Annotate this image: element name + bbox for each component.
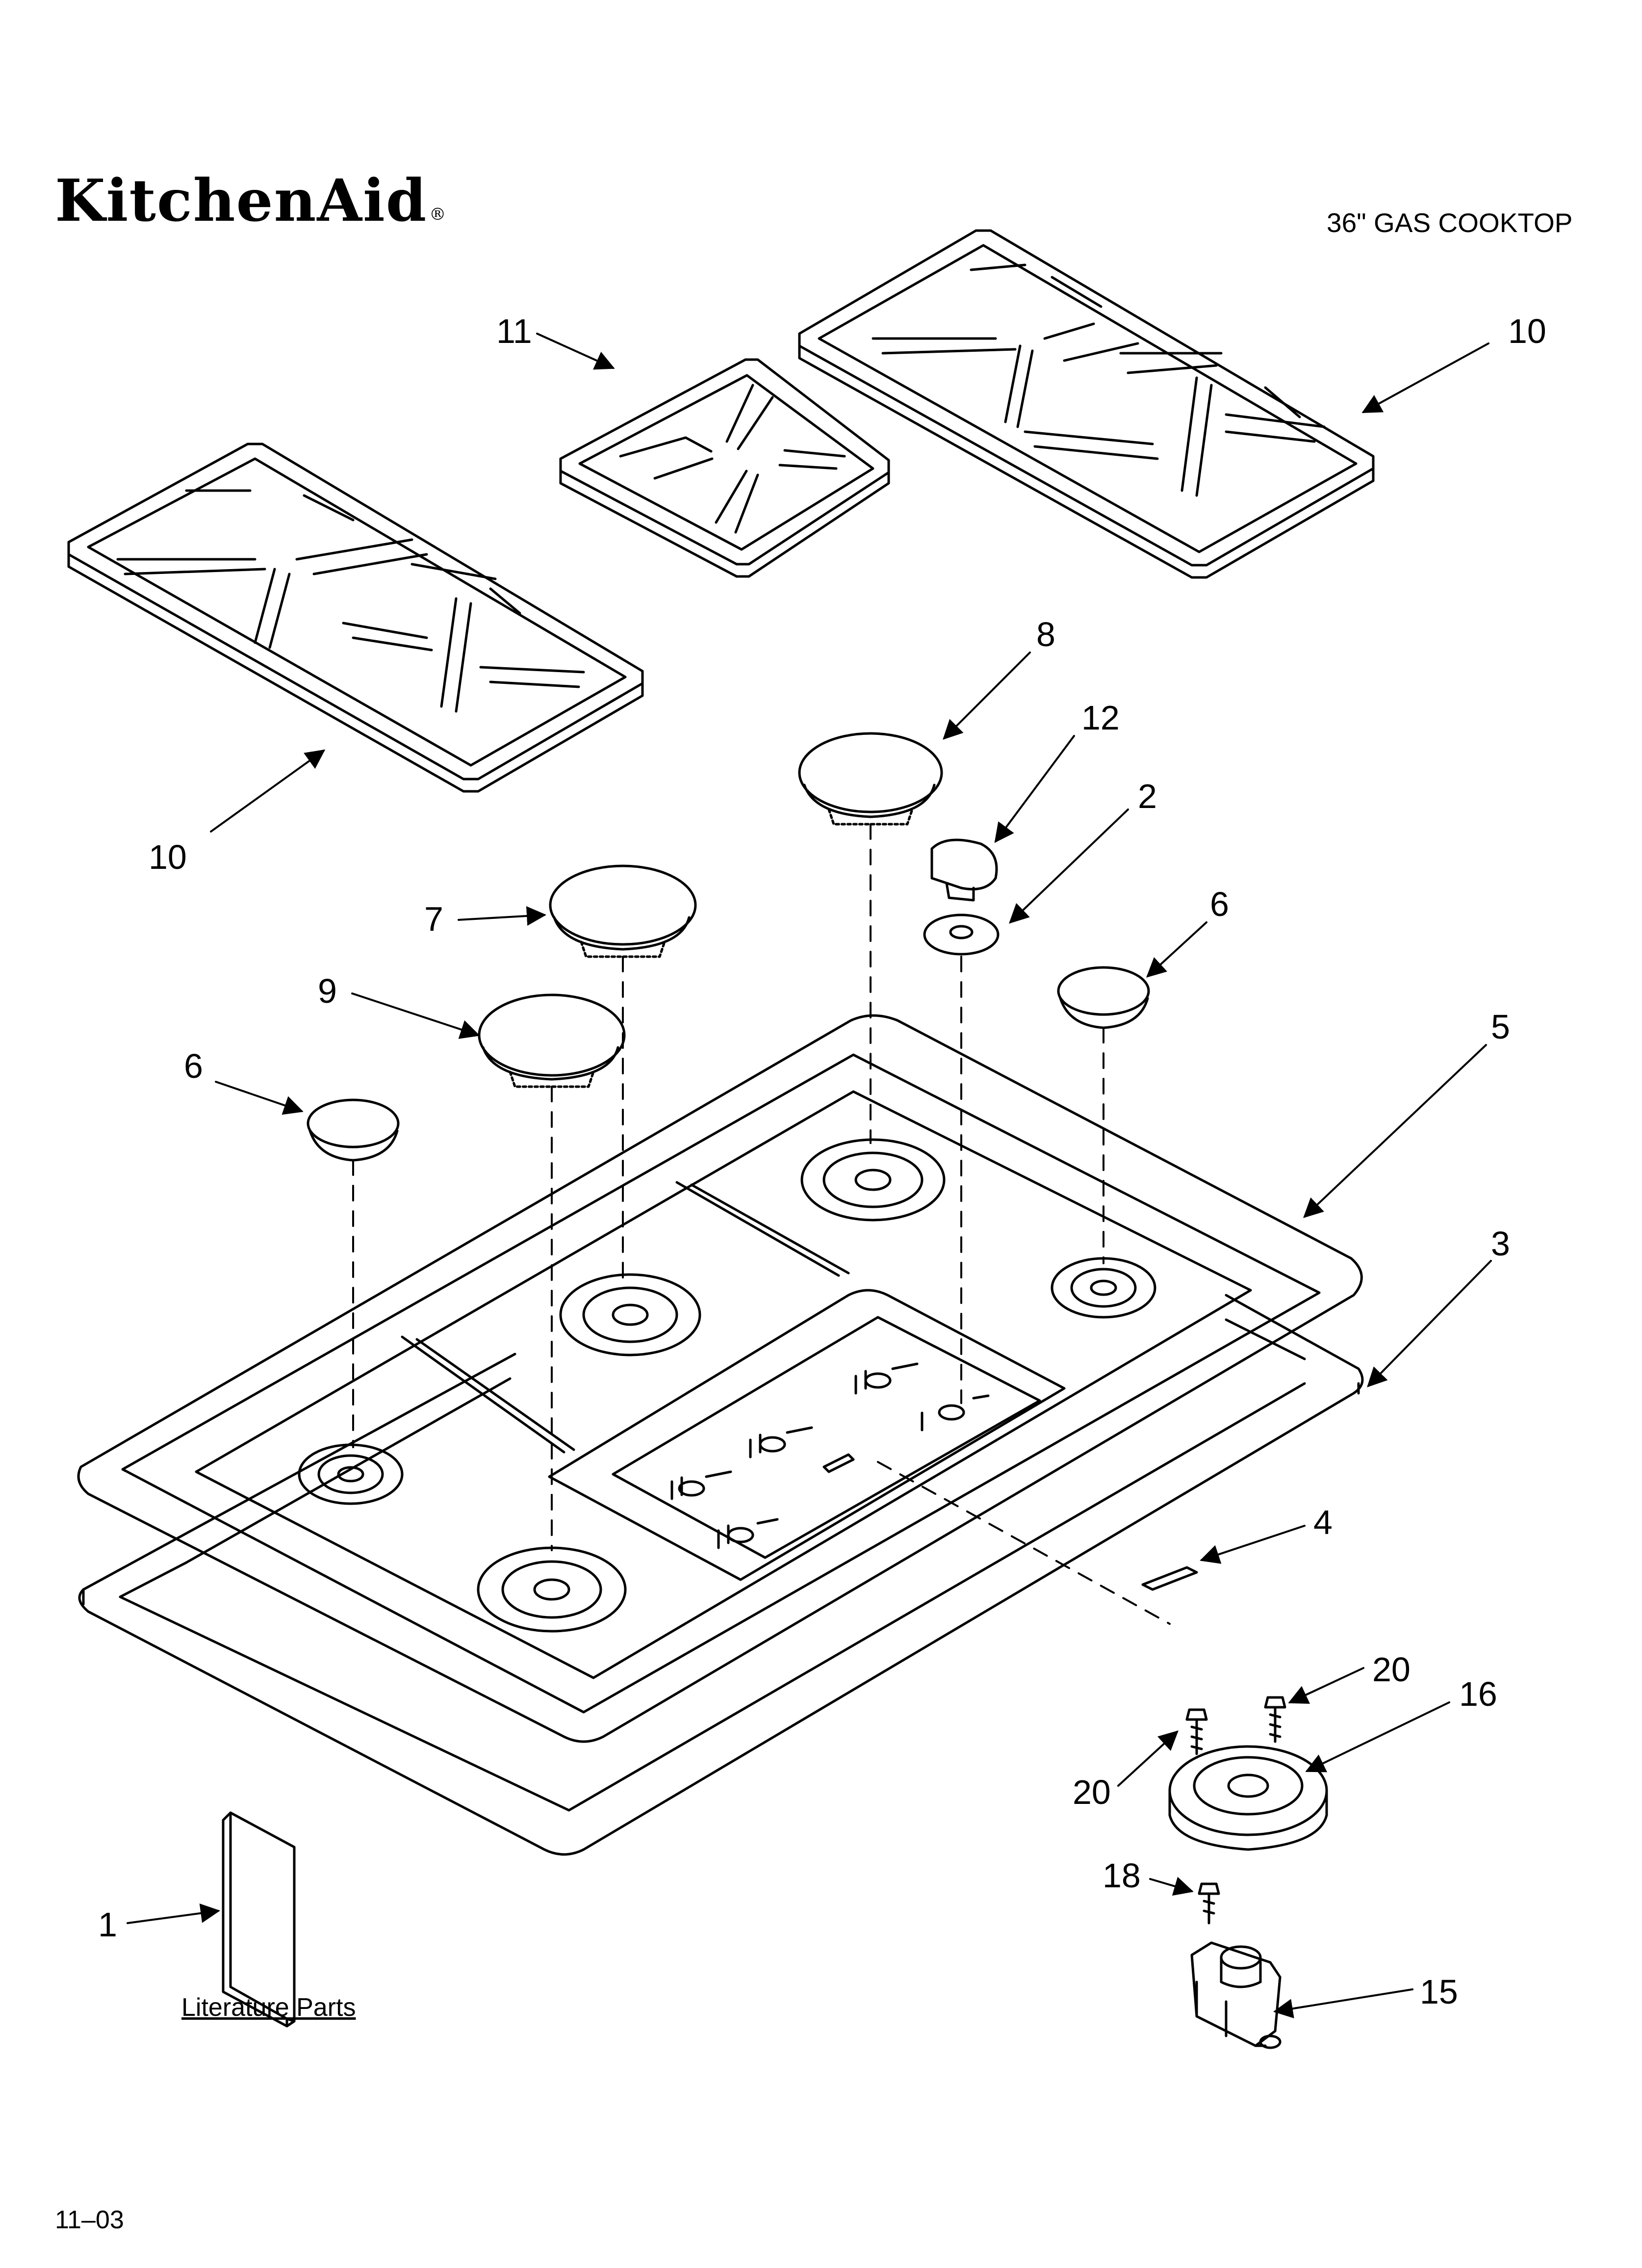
left-grate	[67, 443, 644, 793]
control-knob	[930, 838, 998, 902]
burner-rear-right-large	[800, 1138, 946, 1222]
burner-base	[1168, 1745, 1328, 1851]
cooktop-top	[77, 1014, 1363, 1743]
callout-label: 18	[1103, 1856, 1141, 1895]
gas-valve	[1190, 1941, 1282, 2049]
burner-cap-6-left	[307, 1098, 400, 1162]
callout-label: 7	[424, 900, 443, 938]
callout-label: 20	[1073, 1773, 1111, 1811]
diagram-title: 36" GAS COOKTOP	[1327, 208, 1573, 238]
callout-label: 1	[98, 1905, 117, 1944]
callout-label: 3	[1491, 1225, 1510, 1263]
screw-20-right	[1264, 1696, 1286, 1743]
screw-20-left	[1185, 1708, 1208, 1755]
burner-center	[559, 1273, 701, 1356]
burner-front-large	[477, 1546, 627, 1633]
callout-label: 5	[1491, 1008, 1510, 1046]
callout-label: 15	[1420, 1973, 1458, 2011]
kitchenaid-logo: KitchenAid®	[55, 172, 447, 230]
screw-18	[1198, 1882, 1220, 1925]
leader-lines	[127, 333, 1492, 2019]
callout-label: 8	[1036, 615, 1055, 653]
callout-label: 20	[1372, 1650, 1411, 1689]
callout-label: 6	[1210, 885, 1229, 923]
knob-bezel	[923, 913, 1000, 956]
burner-left	[298, 1443, 404, 1505]
literature-booklet	[222, 1811, 296, 2028]
burner-cap-9	[478, 993, 626, 1088]
burner-cap-7	[549, 864, 697, 958]
burner-cap-6-right	[1057, 966, 1150, 1029]
burner-right	[1051, 1257, 1156, 1319]
callout-label: 16	[1459, 1675, 1497, 1713]
cooktop-gasket	[78, 1294, 1364, 1856]
callout-label: 6	[184, 1047, 203, 1085]
right-grate	[798, 229, 1375, 579]
callout-label: 2	[1138, 777, 1157, 815]
rating-plate	[1141, 1566, 1198, 1591]
callout-label: 12	[1081, 699, 1120, 737]
center-grate	[559, 358, 890, 578]
revision-code: 11–03	[55, 2206, 124, 2234]
registered-mark: ®	[429, 205, 447, 224]
burner-cap-8	[798, 732, 943, 826]
callout-label: 10	[1508, 312, 1546, 350]
knob-positions	[670, 1362, 990, 1549]
brand-name: KitchenAid	[55, 166, 428, 235]
callout-label: 9	[318, 972, 337, 1010]
callout-label: 11	[496, 312, 532, 350]
assembly-guides	[352, 823, 1171, 1625]
callout-label: 10	[149, 838, 187, 876]
callout-label: 4	[1313, 1503, 1333, 1541]
